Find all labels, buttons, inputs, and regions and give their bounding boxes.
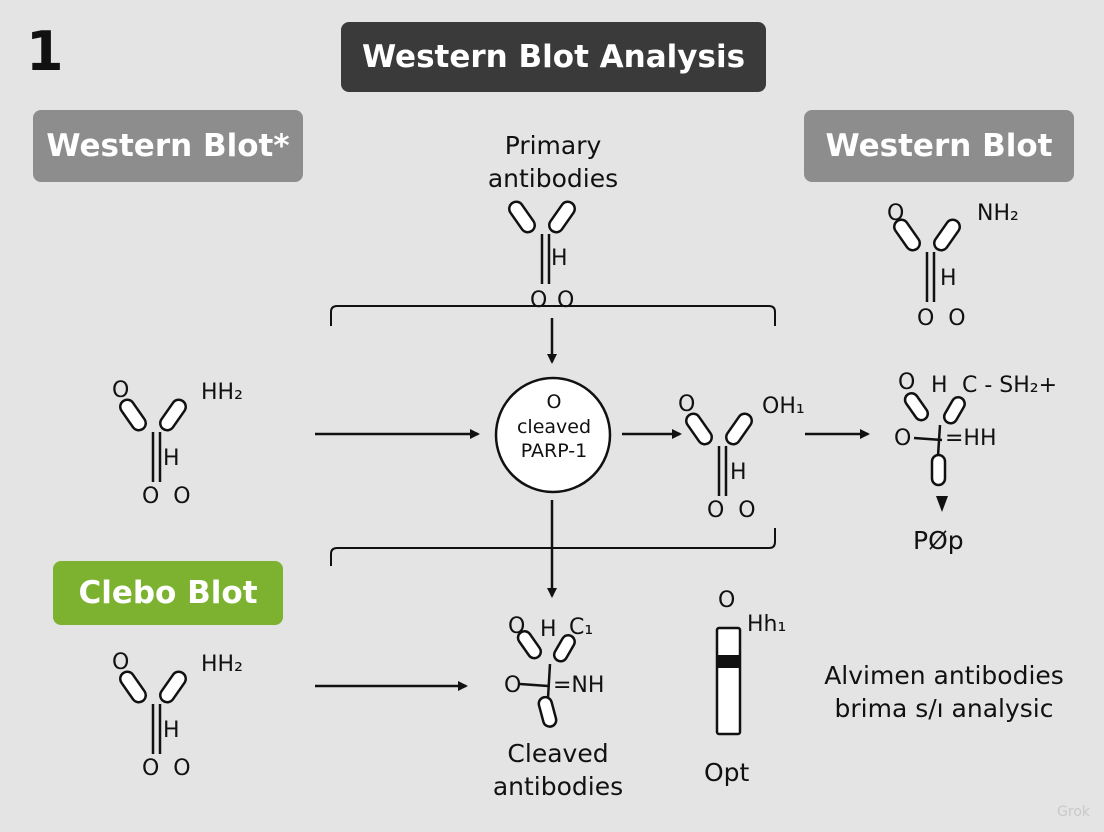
gel-band xyxy=(718,655,739,668)
gel-o-label: O xyxy=(718,588,736,613)
tag-clebo-blot: Clebo Blot xyxy=(53,561,283,625)
circle-label: O cleaved PARP-1 xyxy=(516,391,592,463)
left-low-o-label: O xyxy=(112,650,130,675)
top-h-label: H xyxy=(551,246,568,271)
antibody-icon-top xyxy=(505,197,579,286)
cleaved-parp-circle xyxy=(494,376,612,494)
far-right-pop-label: PØp xyxy=(913,526,964,555)
cleaved-h-label: H xyxy=(540,617,557,642)
tag-western-blot-right: Western Blot xyxy=(804,110,1074,182)
far-right-o-label: O xyxy=(898,370,916,395)
far-right-h-label: H xyxy=(931,373,948,398)
gel-hh1-label: Hh₁ xyxy=(747,612,787,637)
mid-right-o-label: O xyxy=(678,392,696,417)
left-mid-oo-label: O O xyxy=(142,484,191,509)
gel-lane-icon xyxy=(715,626,742,736)
cleaved-o2-label: O xyxy=(504,673,522,698)
mid-right-oo-label: O O xyxy=(707,498,756,523)
right-top-oo-label: O O xyxy=(917,306,966,331)
cleaved-o-label: O xyxy=(508,614,526,639)
left-mid-h-label: H xyxy=(163,446,180,471)
mid-right-h-label: H xyxy=(730,460,747,485)
left-low-hh2-label: HH₂ xyxy=(201,652,243,677)
top-o1-label: O xyxy=(530,288,548,313)
watermark: Grok xyxy=(1057,804,1090,820)
gel-opt-label: Opt xyxy=(704,758,750,787)
tag-western-blot-left: Western Blot* xyxy=(33,110,303,182)
far-right-o2-label: O xyxy=(894,426,912,451)
far-right-csh2-label: C - SH₂+ xyxy=(962,373,1058,398)
left-low-h-label: H xyxy=(163,718,180,743)
triangle-down-icon xyxy=(936,496,948,512)
right-top-nh2-label: NH₂ xyxy=(977,201,1019,226)
top-o2-label: O xyxy=(557,288,575,313)
cleaved-c1-label: C₁ xyxy=(569,615,594,640)
fragment-icon-far-right xyxy=(903,392,966,487)
mid-right-oh-label: OH₁ xyxy=(762,394,805,419)
panel-number: 1 xyxy=(26,20,64,83)
right-top-o-label: O xyxy=(887,201,905,226)
far-right-hh-label: =HH xyxy=(945,426,997,451)
left-mid-hh2-label: HH₂ xyxy=(201,380,243,405)
left-mid-o-label: O xyxy=(112,378,130,403)
cleaved-antibodies-label: Cleaved antibodies xyxy=(492,739,624,801)
diagram-title: Western Blot Analysis xyxy=(341,22,766,92)
cleaved-nh-label: =NH xyxy=(553,673,605,698)
upper-bracket xyxy=(330,305,776,326)
right-top-h-label: H xyxy=(940,266,957,291)
primary-antibodies-label: Primary antibodies xyxy=(487,131,619,193)
left-low-oo-label: O O xyxy=(142,756,191,781)
note-label: Alvimen antibodies brima s/ı analysic xyxy=(824,661,1064,723)
fragment-icon-cleaved xyxy=(516,630,576,728)
